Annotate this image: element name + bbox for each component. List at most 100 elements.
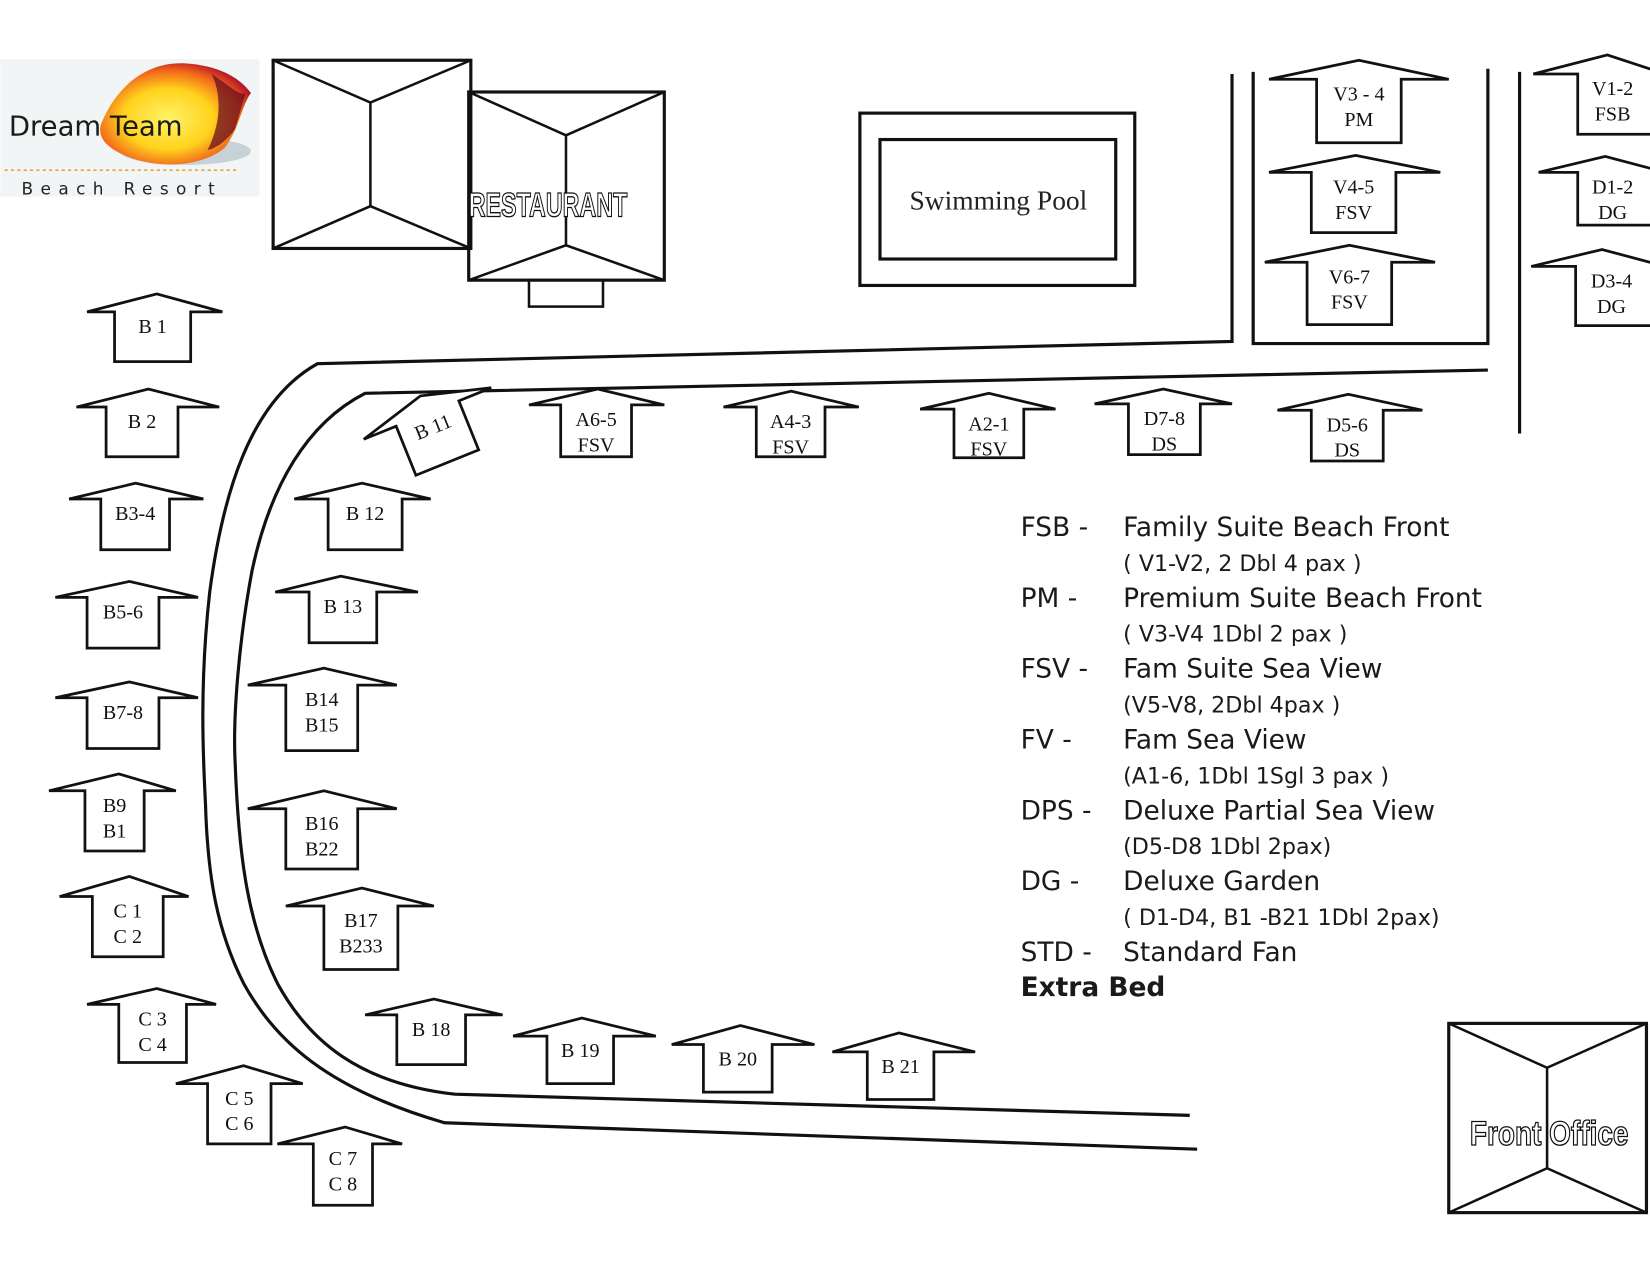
unit-label: C 7 [329, 1148, 357, 1170]
room-unit[interactable]: D7-8DS [1094, 387, 1233, 456]
room-unit[interactable]: B5-6 [55, 580, 199, 650]
front-office-building[interactable]: Front Office [1447, 1021, 1649, 1215]
unit-label: B1 [103, 820, 126, 842]
room-unit[interactable]: C 3C 4 [86, 987, 217, 1064]
unit-label: FSV [1331, 292, 1368, 314]
room-unit[interactable]: B 2 [76, 387, 220, 459]
unit-house-icon [59, 874, 189, 959]
unit-label: FSB [1595, 104, 1631, 126]
restaurant-building[interactable]: RESTAURANT [271, 58, 666, 308]
unit-label: B 13 [324, 596, 363, 618]
unit-label: B233 [339, 936, 383, 958]
legend-code: DPS - [1021, 795, 1092, 826]
unit-label: B9 [103, 795, 126, 817]
unit-label: PM [1344, 109, 1373, 131]
unit-label: DS [1334, 440, 1360, 462]
unit-label: V3 - 4 [1333, 83, 1384, 105]
unit-label: V1-2 [1592, 78, 1633, 100]
unit-house-icon [274, 574, 419, 645]
unit-label: C 1 [114, 901, 142, 923]
room-unit[interactable]: D1-2DG [1538, 155, 1650, 227]
legend-name: Family Suite Beach Front [1123, 512, 1449, 543]
unit-house-icon [86, 987, 217, 1064]
room-unit[interactable]: B 12 [293, 481, 431, 552]
room-unit[interactable]: C 1C 2 [59, 874, 189, 959]
unit-label: B 19 [561, 1040, 600, 1062]
room-unit[interactable]: B3-4 [68, 481, 204, 552]
room-unit[interactable]: B7-8 [55, 680, 199, 750]
restaurant-label: RESTAURANT [469, 187, 628, 225]
unit-house-icon [285, 886, 435, 971]
legend-name: Fam Sea View [1123, 725, 1306, 756]
room-unit[interactable]: C 7C 8 [277, 1125, 403, 1207]
legend-detail: (D5-D8 1Dbl 2pax) [1123, 834, 1331, 860]
unit-house-icon [723, 389, 860, 459]
unit-house-icon [55, 580, 199, 650]
unit-label: DG [1597, 296, 1626, 318]
legend-detail: ( V3-V4 1Dbl 2 pax ) [1123, 622, 1347, 648]
room-unit[interactable]: D5-6DS [1277, 392, 1423, 463]
unit-label: B 18 [412, 1019, 451, 1041]
roads [201, 68, 1522, 1151]
unit-label: C 3 [138, 1008, 166, 1030]
room-unit[interactable]: V3 - 4 PM [1268, 58, 1450, 145]
room-unit[interactable]: B 19 [512, 1016, 657, 1086]
unit-label: A6-5 [575, 409, 616, 431]
unit-label: B16 [305, 813, 338, 835]
front-office-label: Front Office [1470, 1115, 1629, 1153]
unit-label: B17 [344, 910, 377, 932]
unit-label: C 2 [114, 926, 142, 948]
unit-label: A4-3 [770, 411, 811, 433]
unit-house-icon [293, 481, 431, 552]
swimming-pool[interactable]: Swimming Pool [858, 111, 1137, 288]
unit-label: B22 [305, 838, 338, 860]
unit-house-icon [919, 391, 1056, 460]
room-unit[interactable]: B 11 [357, 370, 511, 488]
legend-code: PM - [1021, 583, 1078, 614]
room-unit[interactable]: C 5C 6 [175, 1064, 304, 1146]
unit-house-icon [1268, 58, 1450, 145]
unit-label: B 2 [128, 411, 156, 433]
unit-label: B 20 [719, 1049, 758, 1071]
unit-house-icon [1530, 248, 1650, 327]
legend-code: FSV - [1021, 654, 1089, 685]
legend-extra-bed: Extra Bed [1021, 972, 1166, 1003]
unit-house-icon [247, 666, 398, 752]
room-unit[interactable]: B 21 [832, 1031, 976, 1101]
unit-house-icon [1532, 53, 1650, 136]
unit-house-icon [1268, 154, 1441, 234]
room-unit[interactable]: B 20 [671, 1024, 815, 1094]
unit-label: A2-1 [968, 413, 1009, 435]
legend-code: DG - [1021, 866, 1080, 897]
unit-house-icon [48, 772, 177, 853]
unit-house-icon [671, 1024, 815, 1094]
unit-label: B 21 [881, 1056, 920, 1078]
room-unit[interactable]: B 1 [86, 292, 223, 363]
room-unit[interactable]: D3-4DG [1530, 248, 1650, 327]
unit-label: D3-4 [1591, 271, 1632, 293]
room-unit[interactable]: B 18 [364, 997, 503, 1066]
legend-code: FV - [1021, 725, 1072, 756]
unit-house-icon [1094, 387, 1233, 456]
unit-label: C 5 [225, 1088, 253, 1110]
unit-house-icon [277, 1125, 403, 1207]
resort-logo: Dream Team Beach Resort [0, 59, 260, 199]
legend-code: STD - [1021, 937, 1092, 968]
legend-name: Fam Suite Sea View [1123, 654, 1382, 685]
unit-house-icon [1264, 243, 1436, 326]
logo-tagline: Beach Resort [22, 179, 223, 199]
pool-label: Swimming Pool [909, 185, 1087, 215]
unit-label: B14 [305, 689, 338, 711]
room-unit[interactable]: B 13 [274, 574, 419, 645]
